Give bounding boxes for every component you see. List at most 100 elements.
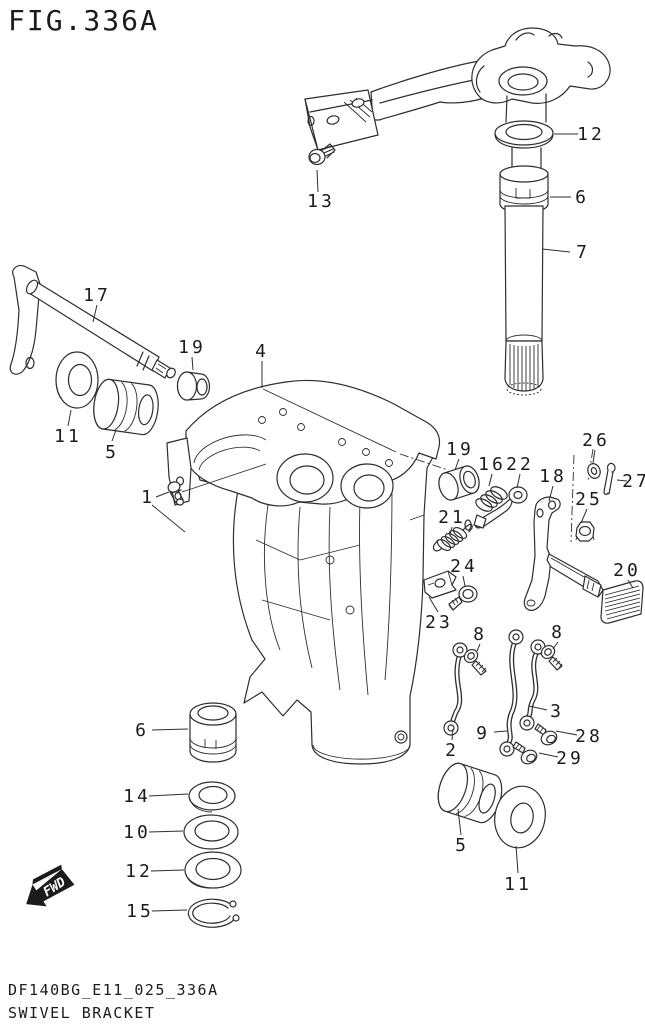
- callout-label: 13: [307, 191, 335, 212]
- callout-leader: [454, 458, 460, 471]
- bolt-29: [512, 741, 538, 765]
- callout-leader: [428, 596, 439, 613]
- cable-9: [499, 629, 524, 757]
- callout-label: 26: [582, 430, 610, 451]
- bushing-5-lower: [437, 762, 503, 824]
- callout-label: 15: [126, 901, 154, 922]
- drawing-code: DF140BG_E11_025_336A: [8, 981, 219, 999]
- assembly-axis-lines: [151, 388, 594, 543]
- callout-label: 6: [575, 187, 589, 208]
- lever-22: [473, 486, 528, 529]
- callout-leader: [457, 808, 462, 836]
- callout-leader: [528, 705, 548, 711]
- callout-label: 2: [445, 740, 459, 761]
- grease-nipple-1: [167, 481, 185, 506]
- callout-leader: [151, 909, 188, 912]
- callout-leader: [67, 409, 72, 427]
- callout-label: 5: [455, 835, 469, 856]
- callout-label: 8: [473, 624, 487, 645]
- callout-label: 8: [551, 622, 565, 643]
- callout-leader: [493, 730, 508, 733]
- bolt-8-left: [463, 648, 487, 676]
- clip-23: [423, 570, 457, 599]
- callout-label: 27: [622, 471, 645, 492]
- callout-label: 19: [446, 439, 474, 460]
- callout-label: 21: [438, 507, 466, 528]
- tilt-lock-rod-17: [9, 265, 176, 379]
- callout-label: 4: [255, 341, 269, 362]
- spring-16: [475, 486, 508, 512]
- washer-12-lower: [184, 851, 242, 889]
- callout-label: 11: [504, 874, 532, 895]
- callout-leader: [555, 730, 578, 736]
- callout-label: 11: [54, 426, 82, 447]
- callout-label: 6: [135, 720, 149, 741]
- bushing-19-right: [438, 465, 480, 501]
- callout-label: 1: [141, 487, 155, 508]
- callout-leader: [552, 641, 559, 650]
- washer-10: [183, 814, 239, 850]
- callout-label: 5: [105, 442, 119, 463]
- bushing-6-lower: [189, 702, 237, 763]
- callout-leader: [151, 728, 189, 731]
- callout-leader: [92, 304, 98, 323]
- bushing-5-left: [93, 378, 159, 436]
- callout-label: 7: [576, 242, 590, 263]
- washer-14: [188, 781, 236, 813]
- swivel-bracket-4: [166, 379, 441, 765]
- figure-footer: DF140BG_E11_025_336A SWIVEL BRACKET: [8, 979, 219, 1024]
- washer-11-left: [55, 351, 99, 409]
- callout-label: 14: [123, 786, 151, 807]
- fwd-arrow-icon: FWD: [26, 864, 75, 907]
- callout-label: 12: [125, 861, 153, 882]
- swivel-shaft-7: [504, 205, 544, 342]
- callout-leader: [111, 429, 117, 442]
- steering-shaft-stack: [494, 93, 554, 396]
- lock-lever-18: [523, 496, 604, 611]
- callout-label: 22: [506, 454, 534, 475]
- steering-arm: [304, 27, 611, 151]
- washer-11-lower: [494, 785, 546, 849]
- spring-21: [432, 519, 473, 552]
- callout-leader: [627, 579, 634, 589]
- callout-label: 3: [550, 701, 564, 722]
- bolt-8-right: [540, 644, 563, 671]
- bolt-24: [448, 585, 478, 611]
- callout-label: 18: [539, 466, 567, 487]
- callout-leader: [616, 479, 628, 482]
- callout-label: 19: [178, 337, 206, 358]
- figure-number: FIG.336A: [8, 4, 159, 37]
- callout-label: 10: [123, 822, 151, 843]
- callout-label: 20: [613, 560, 641, 581]
- callout-leader: [580, 508, 588, 524]
- callout-leader: [516, 473, 521, 489]
- callout-leader: [451, 728, 454, 741]
- callout-leader: [476, 643, 481, 652]
- callout-leader: [449, 526, 453, 535]
- bolt-28: [534, 723, 558, 746]
- callout-label: 28: [575, 726, 603, 747]
- callout-label: 12: [577, 124, 605, 145]
- nut-25: [575, 521, 595, 542]
- callout-leader: [592, 449, 596, 464]
- snap-ring-15: [187, 898, 240, 928]
- callout-leader: [548, 485, 554, 502]
- callout-leader: [150, 869, 185, 872]
- callout-label: 25: [575, 489, 603, 510]
- bolt-13: [308, 143, 336, 166]
- cotter-pin-27: [603, 462, 616, 495]
- callout-label: 16: [478, 454, 506, 475]
- callout-leader: [541, 248, 571, 253]
- cable-2: [443, 642, 468, 736]
- callout-leader: [488, 473, 493, 487]
- callout-leader: [515, 845, 519, 874]
- callout-leader: [316, 169, 319, 193]
- callout-label: 17: [83, 285, 111, 306]
- washer-26: [587, 463, 601, 479]
- figure-name: SWIVEL BRACKET: [8, 1004, 156, 1022]
- callout-leader: [148, 793, 189, 797]
- grip-pad-20: [600, 580, 644, 624]
